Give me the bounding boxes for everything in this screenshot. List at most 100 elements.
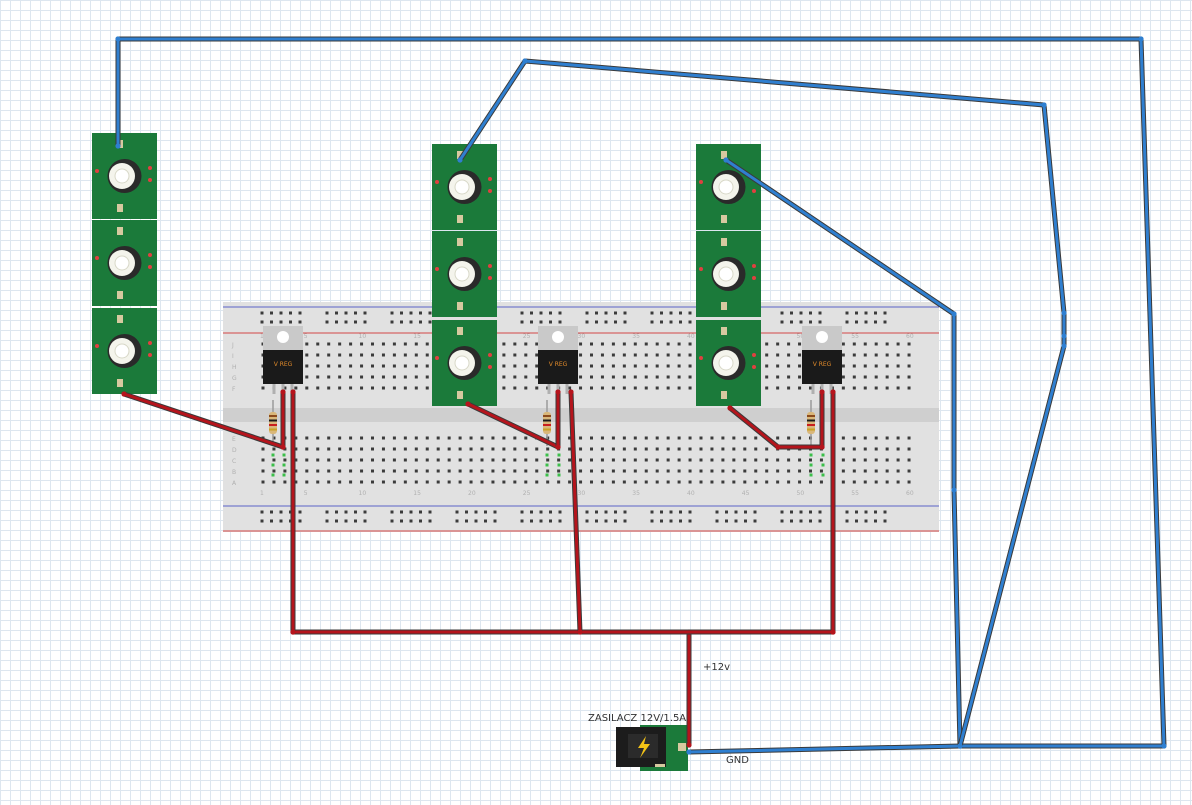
wire-endpoint [290,629,296,635]
breadboard-hole [798,469,802,473]
breadboard-hole [864,311,868,315]
breadboard-hole [403,353,407,357]
led-pin [752,189,756,193]
breadboard-hole [530,320,533,324]
breadboard-hole [400,320,403,324]
breadboard-hole [425,480,429,484]
breadboard-hole [338,458,342,462]
breadboard-hole [579,364,583,368]
breadboard-hole [484,510,487,514]
breadboard-hole [679,320,682,324]
breadboard-hole [349,386,353,390]
breadboard-hole [400,519,403,523]
resistor-band [269,415,277,417]
breadboard-hole [363,320,367,324]
breadboard-hole [414,469,418,473]
breadboard-hole [316,436,320,440]
positive-net-label: +12v [703,662,731,673]
breadboard-hole [863,364,867,368]
breadboard-hole [371,447,374,451]
resistor [807,400,815,446]
breadboard-hole [568,458,572,462]
breadboard-hole [799,320,803,324]
wire-endpoint [819,389,825,395]
row-letter: G [232,375,237,382]
breadboard-hole [633,480,637,484]
breadboard-hole [414,480,418,484]
breadboard-hole [335,311,338,315]
wire-endpoint [577,629,583,635]
led-pad [721,238,727,246]
breadboard-hole [349,480,353,484]
breadboard-hole [513,458,517,462]
breadboard-hole [623,519,627,523]
wire-endpoint [290,389,296,395]
breadboard-hole [611,386,615,390]
breadboard-hole [798,342,802,346]
breadboard-hole [381,447,385,451]
led-module [432,144,497,230]
breadboard-hole [744,519,747,523]
breadboard-hole [600,375,604,379]
breadboard-hole [325,510,329,514]
breadboard-hole [818,519,822,523]
breadboard-hole [666,353,670,357]
wire-endpoint [951,311,957,317]
breadboard-hole [688,510,692,514]
breadboard-hole [480,436,484,440]
regulator-hole [552,331,564,343]
breadboard-hole [590,480,593,484]
breadboard-hole [855,320,858,324]
led-pin [148,265,152,269]
breadboard-hole [279,320,283,324]
breadboard-hole [611,342,615,346]
regulator-body [538,350,578,384]
breadboard-hole [474,510,478,514]
led-pad [721,327,727,335]
led-module [432,231,497,317]
breadboard-hole [776,386,780,390]
breadboard-hole [864,320,868,324]
resistor-band [269,419,277,422]
led-pin [752,353,756,357]
breadboard-hole [655,353,659,357]
breadboard-hole [327,364,331,368]
breadboard-hole [568,447,572,451]
breadboard-hole [338,447,342,451]
breadboard-hole [539,320,543,324]
breadboard-hole [885,375,889,379]
breadboard-hole [335,519,338,523]
breadboard-hole [644,469,648,473]
column-number: 5 [304,333,308,340]
breadboard-hole [863,353,867,357]
breadboard-hole [403,364,407,368]
breadboard-hole [666,386,670,390]
breadboard-hole [753,510,757,514]
breadboard-hole [436,458,440,462]
breadboard-hole [852,447,856,451]
breadboard-hole [677,447,681,451]
breadboard-hole [539,510,543,514]
breadboard-hole [305,480,309,484]
breadboard-hole [644,436,648,440]
breadboard-hole [809,320,812,324]
connected-hole [271,463,275,467]
wire-endpoint [1061,333,1067,339]
breadboard-hole [896,364,900,368]
breadboard-hole [883,320,887,324]
breadboard-hole [885,353,889,357]
breadboard-hole [721,458,725,462]
breadboard-hole [283,480,287,484]
wire-endpoint [830,389,836,395]
breadboard-hole [294,436,298,440]
breadboard-hole [354,519,357,523]
breadboard-hole [734,510,738,514]
breadboard-hole [885,469,889,473]
column-number: 20 [468,490,476,497]
regulator-leg [565,384,569,394]
breadboard-hole [622,458,626,462]
breadboard-hole [363,519,367,523]
breadboard-hole [279,510,283,514]
breadboard-hole [400,510,403,514]
